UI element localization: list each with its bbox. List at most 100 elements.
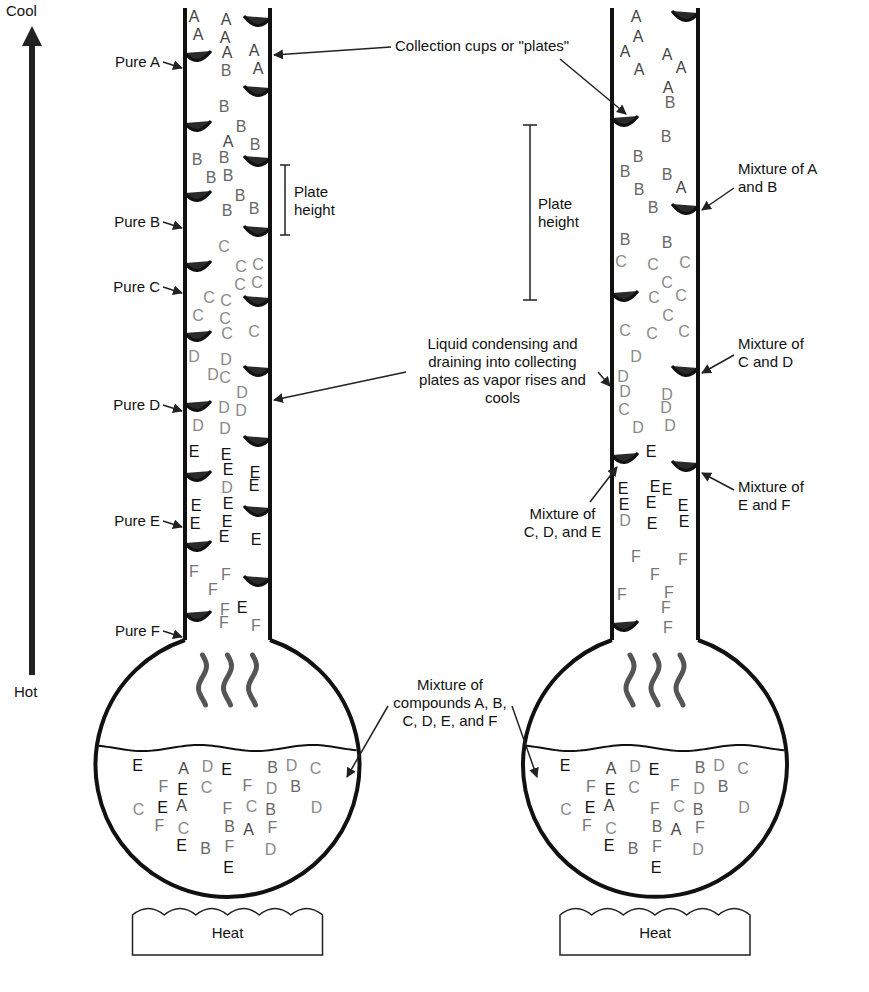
compound-letter: E <box>176 781 190 799</box>
compound-letter: C <box>217 238 231 256</box>
collection-plate <box>672 461 698 471</box>
leader-line <box>274 372 406 400</box>
compound-letter: D <box>187 348 201 366</box>
collection-plate <box>612 291 638 301</box>
compound-letter: C <box>132 801 146 819</box>
compound-letter: A <box>669 821 683 839</box>
leader-line <box>274 47 391 55</box>
compound-letter: A <box>674 59 688 77</box>
compound-letter: F <box>648 566 662 584</box>
compound-letter: D <box>629 348 643 366</box>
compound-letter: B <box>220 202 234 220</box>
compound-letter: C <box>202 289 216 307</box>
compound-letter: F <box>629 548 643 566</box>
compound-letter: E <box>647 761 661 779</box>
compound-letter: C <box>177 820 191 838</box>
compound-letter: E <box>558 757 572 775</box>
compound-letter: D <box>737 799 751 817</box>
collection-plate <box>244 16 270 26</box>
collection-plate <box>185 541 211 551</box>
compound-letter: E <box>645 515 659 533</box>
compound-letter: D <box>219 351 233 369</box>
compound-letter: B <box>650 818 664 836</box>
compound-letter: F <box>668 777 682 795</box>
compound-letter: C <box>233 276 247 294</box>
compound-letter: E <box>644 494 658 512</box>
leader-line <box>163 631 182 637</box>
leader-line <box>163 521 182 527</box>
compound-letter: F <box>648 800 662 818</box>
arrow-head <box>22 26 42 46</box>
vapor-squiggle <box>626 655 634 705</box>
collection-plate <box>244 156 270 166</box>
fraction-label: Pure E <box>80 512 160 530</box>
compound-letter: C <box>647 289 661 307</box>
leader-line <box>598 372 610 386</box>
compound-letter: C <box>218 369 232 387</box>
compound-letter: B <box>618 163 632 181</box>
compound-letter: C <box>674 287 688 305</box>
compound-letter: E <box>188 515 202 533</box>
compound-letter: B <box>691 801 705 819</box>
column-wall <box>612 8 698 640</box>
collection-plate <box>244 506 270 516</box>
compound-letter: D <box>628 758 642 776</box>
compound-letter: D <box>220 479 234 497</box>
compound-letter: B <box>264 801 278 819</box>
compound-letter: B <box>217 98 231 116</box>
compound-letter: C <box>646 256 660 274</box>
compound-letter: A <box>629 8 643 26</box>
compound-letter: C <box>250 274 264 292</box>
compound-letter: B <box>632 181 646 199</box>
compound-letter: B <box>631 148 645 166</box>
compound-letter: B <box>204 169 218 187</box>
compound-letter: B <box>716 778 730 796</box>
collection-plate <box>612 621 638 631</box>
compound-letter: E <box>644 443 658 461</box>
compound-letter: B <box>199 840 213 858</box>
compound-letter: F <box>153 817 167 835</box>
leader-line <box>590 467 617 502</box>
compound-letter: F <box>187 563 201 581</box>
compound-letter: A <box>177 760 191 778</box>
fraction-label: Pure C <box>80 278 160 296</box>
compound-letter: D <box>264 841 278 859</box>
plate-height-bracket <box>280 165 290 235</box>
compound-letter: F <box>580 817 594 835</box>
compound-letter: E <box>221 461 235 479</box>
collection-plate <box>185 121 211 131</box>
compound-letter: E <box>156 799 170 817</box>
compound-letter: B <box>693 759 707 777</box>
mixture-label: Mixture of compounds A, B, C, D, E, and … <box>385 676 515 730</box>
compound-letter: E <box>648 478 662 496</box>
compound-letter: D <box>692 780 706 798</box>
leader-line <box>163 287 182 293</box>
compound-letter: F <box>650 838 664 856</box>
compound-letter: B <box>248 136 262 154</box>
compound-letter: A <box>660 46 674 64</box>
compound-letter: D <box>235 384 249 402</box>
vapor-squiggle <box>199 655 207 705</box>
compound-letter: A <box>219 11 233 29</box>
dimension-label: Plate height <box>294 183 346 219</box>
compound-letter: F <box>206 581 220 599</box>
compound-letter: F <box>249 617 263 635</box>
compound-letter: A <box>187 8 201 26</box>
fraction-label: Pure F <box>80 622 160 640</box>
fraction-label: Pure A <box>80 53 160 71</box>
compound-letter: A <box>242 821 256 839</box>
compound-letter: C <box>604 820 618 838</box>
compound-letter: B <box>217 149 231 167</box>
compound-letter: F <box>693 819 707 837</box>
compound-letter: A <box>175 797 189 815</box>
compound-letter: C <box>677 323 691 341</box>
compound-letter: D <box>234 402 248 420</box>
compound-letter: D <box>712 757 726 775</box>
compound-letter: C <box>614 253 628 271</box>
leader-line <box>163 62 182 68</box>
compound-letter: C <box>672 798 686 816</box>
compound-letter: E <box>247 477 261 495</box>
compound-letter: D <box>217 399 231 417</box>
fraction-label: Mixture of C and D <box>738 335 818 371</box>
leader-line <box>702 473 734 490</box>
